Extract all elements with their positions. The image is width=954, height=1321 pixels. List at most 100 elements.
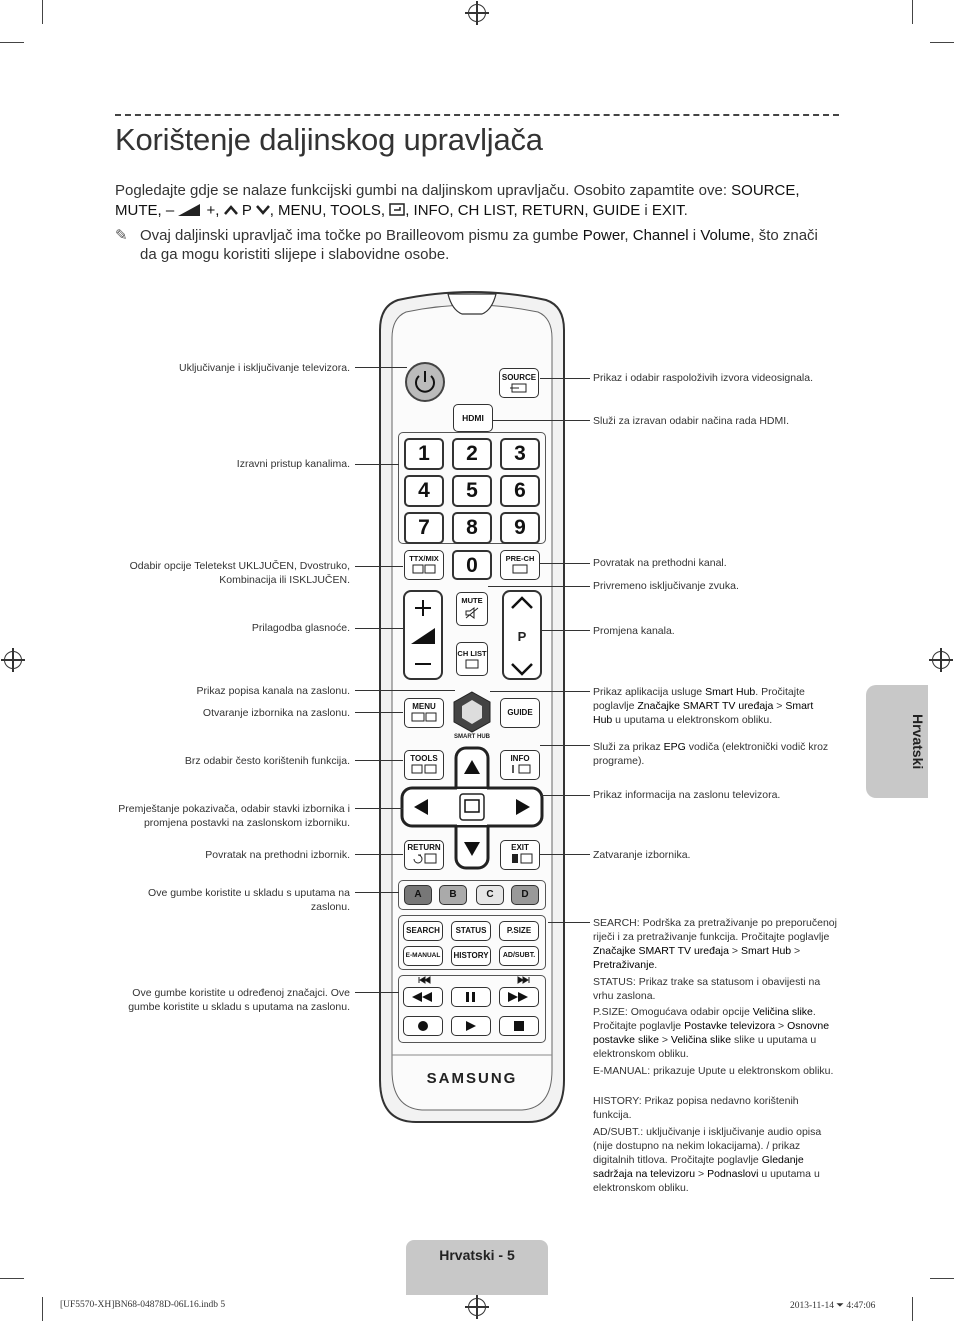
digit-7-button[interactable]: 7 [404, 512, 444, 544]
stop-button[interactable] [499, 1016, 539, 1036]
exit-button[interactable]: EXIT [500, 840, 540, 870]
digit-4-button[interactable]: 4 [404, 475, 444, 507]
digit-8-label: 8 [466, 516, 478, 539]
leader-line [355, 628, 403, 629]
volume-ramp-icon [178, 203, 201, 216]
label-channel: Promjena kanala. [593, 625, 675, 637]
mute-icon [465, 607, 479, 619]
digit-1-label: 1 [418, 442, 430, 465]
key-c-button[interactable]: C [476, 885, 504, 905]
smart-hub-text-f: Smart Hub [593, 700, 814, 726]
status-button[interactable]: STATUS [451, 921, 491, 941]
key-d-label: D [521, 889, 529, 900]
source-button[interactable]: SOURCE [499, 368, 539, 398]
fast-forward-button[interactable] [499, 987, 539, 1007]
digit-9-button[interactable]: 9 [500, 512, 540, 544]
smart-hub-text-c: . Pročitajte poglavlje [593, 686, 805, 712]
label-e-manual: E-MANUAL: prikazuje Upute u elektronskom… [593, 1064, 837, 1078]
leader-line [488, 586, 590, 587]
history-key: HISTORY: [593, 1095, 645, 1107]
record-icon [418, 1021, 428, 1031]
exit-label: EXIT [511, 843, 529, 852]
crop-mark [930, 42, 954, 43]
label-smart-hub: Prikaz aplikacija usluge Smart Hub. Proč… [593, 685, 835, 727]
pause-button[interactable] [451, 987, 491, 1007]
leader-line [355, 760, 403, 761]
pause-icon [466, 992, 475, 1002]
leader-line [490, 691, 590, 692]
key-d-button[interactable]: D [511, 885, 539, 905]
registration-mark-icon [929, 648, 953, 672]
psize-text-e: Postavke televizora [684, 1020, 776, 1032]
function-keys-panel [398, 915, 546, 970]
exit-icon [512, 853, 533, 864]
leader-line [355, 690, 455, 691]
status-text: Prikaz trake sa statusom i obavijesti na… [593, 976, 821, 1002]
pre-ch-label: PRE-CH [505, 554, 535, 563]
adsubt-text-d: > [695, 1168, 708, 1180]
info-icon [512, 764, 531, 774]
channel-icons [511, 596, 533, 676]
intro-buttons-1: SOURCE, [731, 182, 800, 199]
ch-list-button[interactable]: CH LIST [456, 642, 488, 676]
history-button[interactable]: HISTORY [451, 946, 491, 966]
print-slug-right: 2013-11-14 ⏷ 4:47:06 [790, 1301, 876, 1311]
leader-line [355, 808, 403, 809]
digit-8-button[interactable]: 8 [452, 512, 492, 544]
rewind-button[interactable] [403, 987, 443, 1007]
mute-button[interactable]: MUTE [456, 592, 488, 626]
adsubt-key: AD/SUBT.: [593, 1126, 647, 1138]
intro-period: . [683, 201, 688, 219]
page-footer [406, 1240, 548, 1295]
page-title: Korištenje daljinskog upravljača [115, 122, 543, 157]
leader-line [355, 464, 399, 465]
emanual-key: E-MANUAL: [593, 1065, 654, 1077]
hdmi-button[interactable]: HDMI [453, 404, 493, 432]
return-icon [413, 853, 437, 864]
digit-1-button[interactable]: 1 [404, 438, 444, 470]
smart-hub-icon[interactable] [452, 690, 492, 734]
return-button[interactable]: RETURN [404, 840, 444, 870]
title-rule [115, 114, 839, 116]
digit-6-button[interactable]: 6 [500, 475, 540, 507]
digit-3-button[interactable]: 3 [500, 438, 540, 470]
key-a-button[interactable]: A [404, 885, 432, 905]
leader-line [355, 892, 399, 893]
guide-button[interactable]: GUIDE [500, 698, 540, 728]
e-manual-button[interactable]: E-MANUAL [403, 946, 443, 966]
play-button[interactable] [451, 1016, 491, 1036]
guide-text-b: EPG [663, 741, 686, 753]
intro-buttons-2c: P [241, 201, 252, 219]
leader-line [540, 378, 590, 379]
digit-0-button[interactable]: 0 [452, 550, 492, 580]
key-b-label: B [449, 889, 457, 900]
key-b-button[interactable]: B [439, 885, 467, 905]
note-text-b: , što znači da ga mogu koristiti slijepe… [140, 227, 818, 263]
directional-pad[interactable] [400, 746, 544, 870]
intro-buttons-2d: , MENU, TOOLS, [269, 201, 386, 219]
search-text: Podrška za pretraživanje po preporučenoj… [593, 917, 837, 943]
search-button[interactable]: SEARCH [403, 921, 443, 941]
digit-5-button[interactable]: 5 [452, 475, 492, 507]
ttx-mix-button[interactable]: TTX/MIX [404, 550, 444, 580]
label-power: Uključivanje i isključivanje televizora. [179, 362, 350, 374]
volume-rocker[interactable] [403, 590, 443, 680]
pre-ch-button[interactable]: PRE-CH [500, 550, 540, 580]
tools-button[interactable]: TOOLS [404, 750, 444, 780]
ch-list-icon [465, 659, 479, 669]
label-tools: Brz odabir često korištenih funkcija. [184, 755, 350, 767]
p-size-label: P.SIZE [506, 926, 532, 935]
menu-button[interactable]: MENU [404, 698, 444, 728]
source-input-icon [510, 383, 527, 393]
p-size-button[interactable]: P.SIZE [499, 921, 539, 941]
digit-2-button[interactable]: 2 [452, 438, 492, 470]
power-button[interactable] [405, 362, 445, 402]
smart-hub-text-e: > [773, 700, 786, 712]
note-text-a: Ovaj daljinski upravljač ima točke po Br… [140, 227, 583, 244]
smart-hub-text-a: Prikaz aplikacija usluge [593, 686, 706, 698]
search-text-h: . [654, 959, 658, 971]
info-button[interactable]: INFO [500, 750, 540, 780]
ad-subt-button[interactable]: AD/SUBT. [499, 946, 539, 966]
record-button[interactable] [403, 1016, 443, 1036]
channel-rocker[interactable]: P [502, 590, 542, 680]
